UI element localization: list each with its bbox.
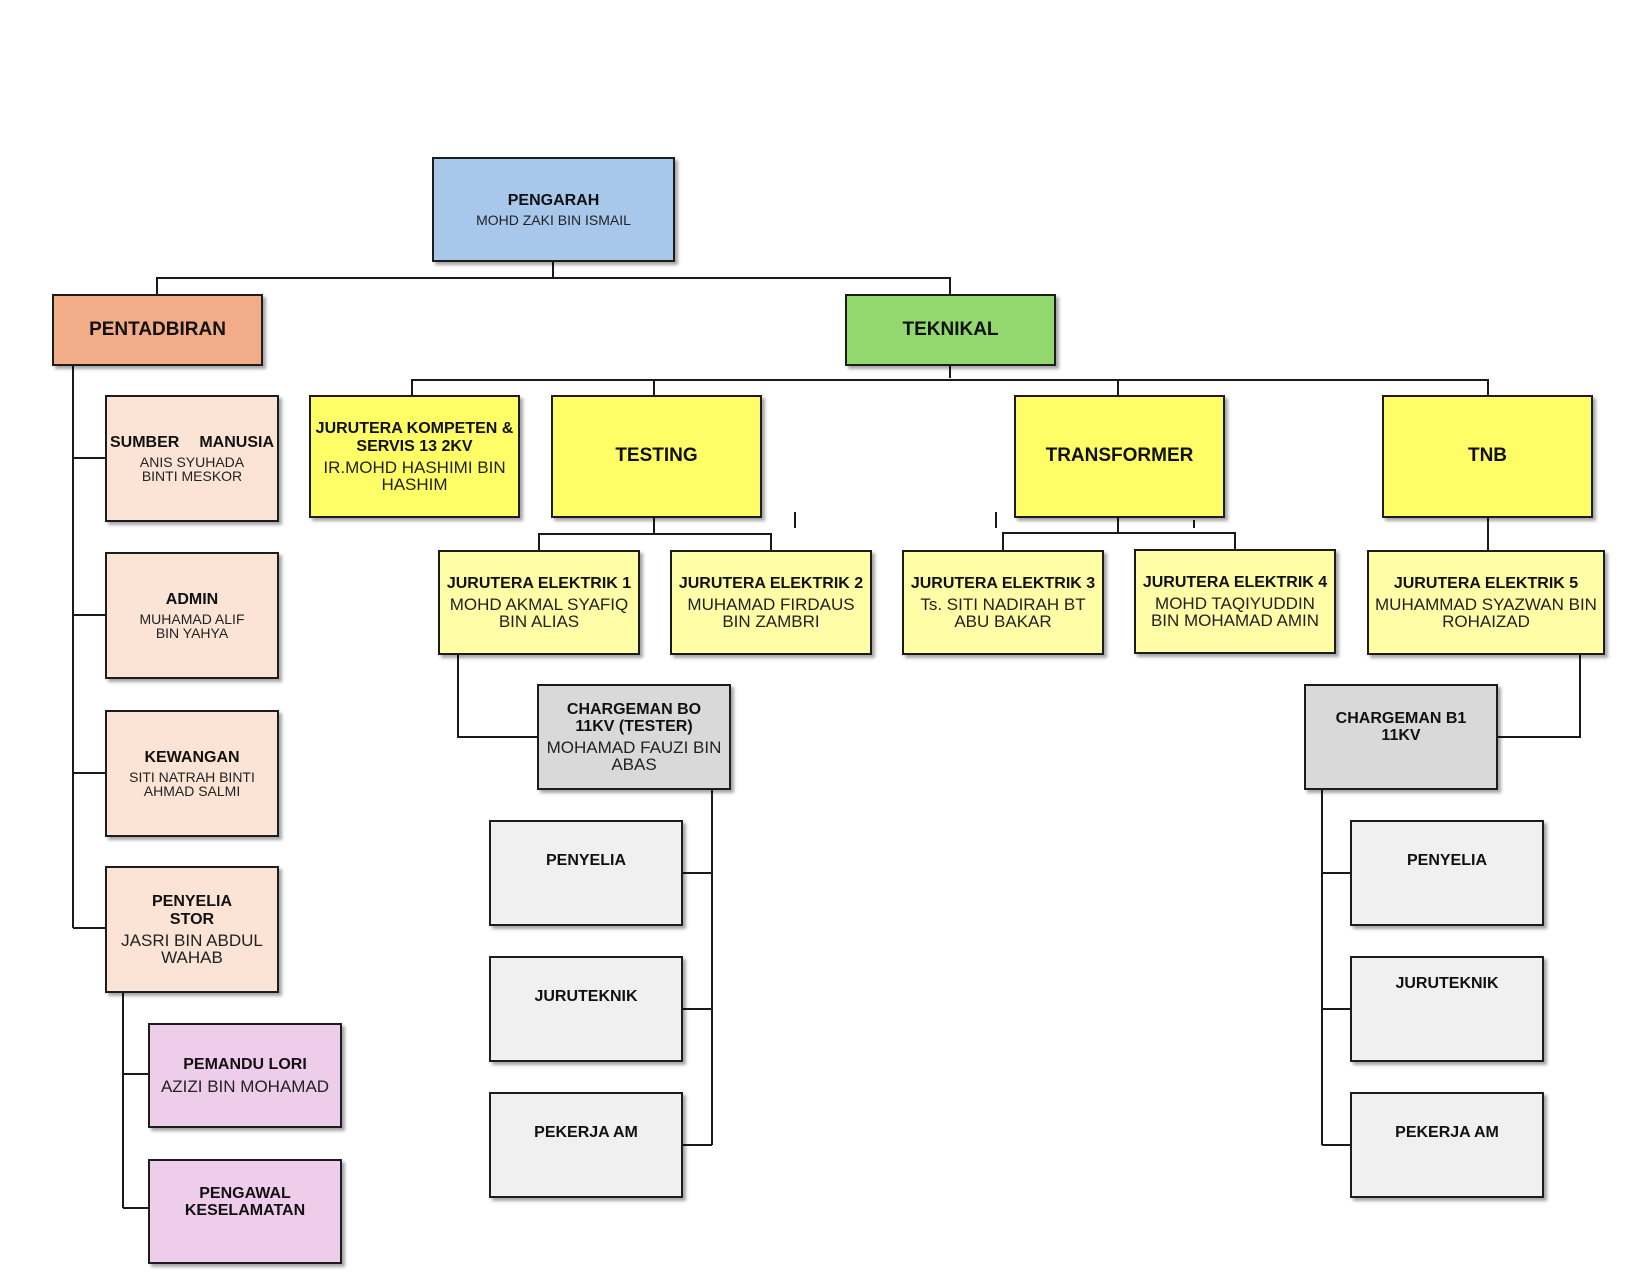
engineer-5-name: MUHAMMAD SYAZWAN BIN ROHAIZAD	[1375, 595, 1597, 632]
chargeman-bo-name: MOHAMAD FAUZI BIN ABAS	[546, 738, 722, 775]
engineer-5-title: JURUTERA ELEKTRIK 5	[1393, 574, 1579, 592]
tech-division-title: TEKNIKAL	[902, 318, 999, 340]
chargeman-bo-title: CHARGEMAN BO 11KV (TESTER)	[566, 700, 702, 735]
engineer-3-title: JURUTERA ELEKTRIK 3	[910, 574, 1096, 592]
staff-right-supervisor-box: PENYELIA	[1350, 820, 1544, 926]
competent-box: JURUTERA KOMPETEN & SERVIS 13 2KV IR.MOH…	[309, 395, 520, 518]
testing-box: TESTING	[551, 395, 762, 518]
engineer-2-box: JURUTERA ELEKTRIK 2 MUHAMAD FIRDAUS BIN …	[670, 550, 872, 655]
connector-transformer	[1002, 518, 1236, 550]
driver-name: AZIZI BIN MOHAMAD	[160, 1076, 330, 1096]
staff-left-supervisor-box: PENYELIA	[489, 820, 683, 926]
engineer-2-title: JURUTERA ELEKTRIK 2	[678, 574, 864, 592]
connector-store	[122, 990, 148, 1209]
engineer-2-name: MUHAMAD FIRDAUS BIN ZAMBRI	[687, 595, 855, 632]
engineer-1-box: JURUTERA ELEKTRIK 1 MOHD AKMAL SYAFIQ BI…	[438, 550, 640, 655]
staff-right-technician-title: JURUTEKNIK	[1395, 975, 1499, 992]
hr-name: ANIS SYUHADA BINTI MESKOR	[139, 454, 245, 485]
connector-director	[156, 262, 951, 294]
director-name: MOHD ZAKI BIN ISMAIL	[476, 212, 631, 229]
connector-testing	[538, 518, 772, 550]
connector-teknikal	[411, 366, 1489, 395]
transformer-box: TRANSFORMER	[1014, 395, 1225, 518]
hr-title: SUMBER MANUSIA	[110, 433, 274, 451]
admin-division-title: PENTADBIRAN	[89, 318, 226, 340]
admin-name: MUHAMAD ALIF BIN YAHYA	[139, 611, 245, 642]
transformer-title: TRANSFORMER	[1045, 445, 1194, 467]
connector-chargeman-bo-staff	[683, 790, 713, 1146]
engineer-4-title: JURUTERA ELEKTRIK 4	[1142, 573, 1328, 591]
connector-admin-trunk	[72, 366, 105, 929]
engineer-1-name: MOHD AKMAL SYAFIQ BIN ALIAS	[449, 595, 629, 632]
driver-title: PEMANDU LORI	[183, 1056, 307, 1074]
director-title: PENGARAH	[507, 191, 600, 209]
store-name: JASRI BIN ABDUL WAHAB	[121, 930, 263, 967]
finance-name: SITI NATRAH BINTI AHMAD SALMI	[129, 769, 255, 800]
staff-left-worker-box: PEKERJA AM	[489, 1092, 683, 1198]
engineer-3-name: Ts. SITI NADIRAH BT ABU BAKAR	[920, 595, 1086, 632]
store-title: PENYELIA STOR	[151, 893, 232, 928]
competent-name: IR.MOHD HASHIMI BIN HASHIM	[323, 457, 506, 494]
driver-box: PEMANDU LORI AZIZI BIN MOHAMAD	[148, 1023, 342, 1128]
staff-right-supervisor-title: PENYELIA	[1406, 852, 1487, 869]
store-box: PENYELIA STOR JASRI BIN ABDUL WAHAB	[105, 866, 279, 993]
staff-left-technician-title: JURUTEKNIK	[534, 988, 638, 1005]
engineer-5-box: JURUTERA ELEKTRIK 5 MUHAMMAD SYAZWAN BIN…	[1367, 550, 1605, 655]
engineer-4-box: JURUTERA ELEKTRIK 4 MOHD TAQIYUDDIN BIN …	[1134, 549, 1336, 654]
admin-division-box: PENTADBIRAN	[52, 294, 263, 366]
finance-box: KEWANGAN SITI NATRAH BINTI AHMAD SALMI	[105, 710, 279, 837]
chargeman-b1-title: CHARGEMAN B1 11KV	[1335, 710, 1467, 745]
engineer-1-title: JURUTERA ELEKTRIK 1	[446, 574, 632, 592]
tnb-title: TNB	[1467, 445, 1508, 467]
hr-box: SUMBER MANUSIA ANIS SYUHADA BINTI MESKOR	[105, 395, 279, 522]
tech-division-box: TEKNIKAL	[845, 294, 1056, 366]
engineer-4-name: MOHD TAQIYUDDIN BIN MOHAMAD AMIN	[1150, 594, 1320, 631]
connector-eng5-chargeman	[1498, 655, 1581, 738]
connector-chargeman-b1-staff	[1321, 790, 1350, 1146]
director-box: PENGARAH MOHD ZAKI BIN ISMAIL	[432, 157, 675, 262]
engineer-3-box: JURUTERA ELEKTRIK 3 Ts. SITI NADIRAH BT …	[902, 550, 1104, 655]
staff-left-supervisor-title: PENYELIA	[545, 852, 626, 869]
staff-right-technician-box: JURUTEKNIK	[1350, 956, 1544, 1062]
finance-title: KEWANGAN	[144, 748, 240, 766]
staff-left-worker-title: PEKERJA AM	[534, 1124, 638, 1141]
connector-eng1-chargeman	[457, 655, 537, 738]
guard-title: PENGAWAL KESELAMATAN	[184, 1185, 306, 1220]
admin-box: ADMIN MUHAMAD ALIF BIN YAHYA	[105, 552, 279, 679]
staff-right-worker-title: PEKERJA AM	[1395, 1124, 1499, 1141]
chargeman-b1-box: CHARGEMAN B1 11KV	[1304, 684, 1498, 790]
staff-right-worker-box: PEKERJA AM	[1350, 1092, 1544, 1198]
staff-left-technician-box: JURUTEKNIK	[489, 956, 683, 1062]
admin-title: ADMIN	[165, 590, 219, 608]
connector-marks	[794, 512, 1195, 528]
chargeman-bo-box: CHARGEMAN BO 11KV (TESTER) MOHAMAD FAUZI…	[537, 684, 731, 790]
competent-title: JURUTERA KOMPETEN & SERVIS 13 2KV	[315, 420, 514, 455]
testing-title: TESTING	[615, 445, 698, 467]
guard-box: PENGAWAL KESELAMATAN	[148, 1159, 342, 1264]
tnb-box: TNB	[1382, 395, 1593, 518]
